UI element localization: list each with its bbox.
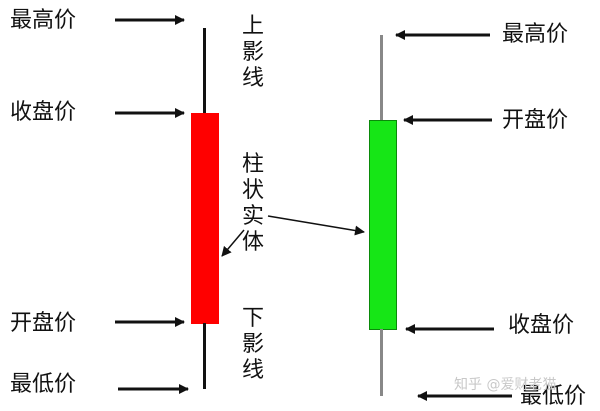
real-body-char: 体 (241, 230, 264, 255)
left-low-label: 最低价 (10, 372, 77, 397)
left-open-label: 开盘价 (10, 311, 77, 336)
left-upper-wick (203, 28, 206, 114)
real-body-char: 实 (241, 204, 264, 229)
real-body-char: 柱 (241, 152, 264, 177)
upper-shadow-label: 上 影 线 (240, 14, 266, 92)
real-body-label: 柱 状 实 体 (240, 152, 266, 256)
left-close-label: 收盘价 (10, 100, 77, 125)
upper-shadow-char: 线 (241, 66, 264, 91)
lower-shadow-char: 影 (241, 332, 264, 357)
right-high-label: 最高价 (502, 22, 569, 47)
real-body-char: 状 (241, 178, 264, 203)
lower-shadow-label: 下 影 线 (240, 306, 266, 384)
right-close-label: 收盘价 (508, 313, 575, 338)
left-candle-body (191, 113, 219, 324)
right-candle-body (369, 120, 397, 330)
right-open-label: 开盘价 (502, 108, 569, 133)
right-low-label: 最低价 (520, 384, 587, 409)
left-high-label: 最高价 (10, 8, 77, 33)
arrow-body-to-left (221, 229, 245, 257)
left-lower-wick (203, 323, 206, 389)
lower-shadow-char: 下 (241, 306, 264, 331)
upper-shadow-char: 影 (241, 40, 264, 65)
upper-shadow-char: 上 (241, 14, 264, 39)
right-lower-wick (380, 329, 383, 396)
arrow-body-to-right (267, 215, 365, 236)
right-upper-wick (380, 35, 383, 121)
lower-shadow-char: 线 (241, 358, 264, 383)
watermark: 知乎 @爱财老猫 (454, 377, 557, 393)
